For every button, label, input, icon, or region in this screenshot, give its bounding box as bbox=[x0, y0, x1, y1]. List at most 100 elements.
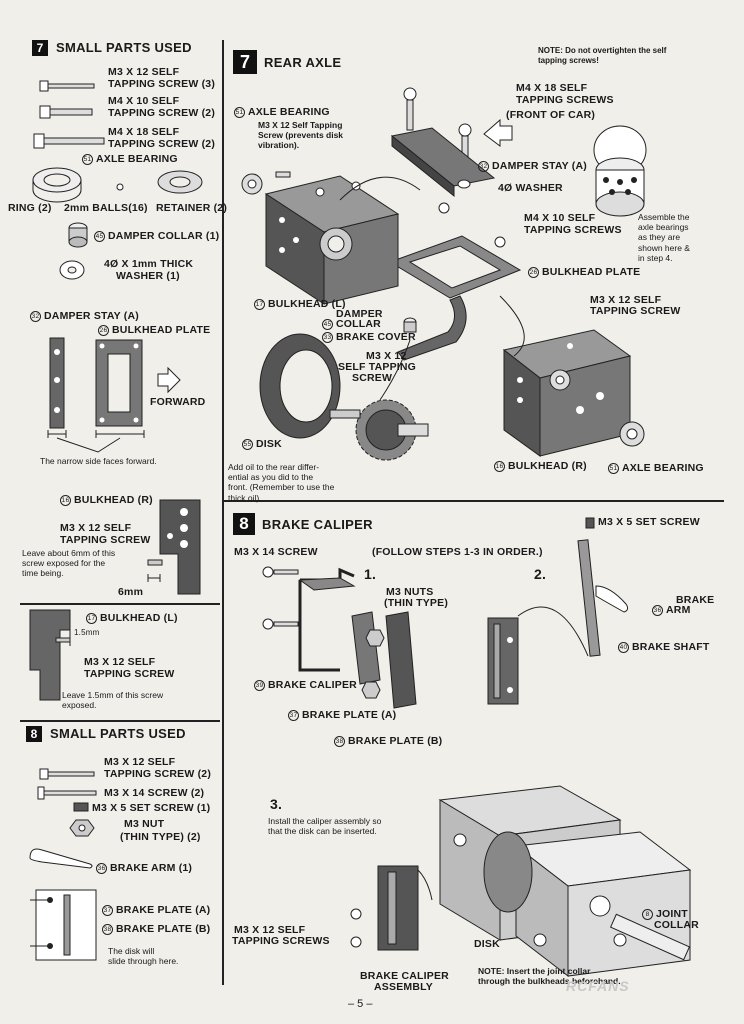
r-damper-collar-label-1: DAMPER bbox=[336, 308, 383, 320]
damper-stay-block-icon bbox=[390, 127, 496, 198]
left-step-divider bbox=[20, 603, 220, 605]
rear-axle-title: REAR AXLE bbox=[264, 55, 342, 70]
ball-icon bbox=[116, 183, 124, 191]
r-m3x12-right-label-1: M3 X 12 SELF bbox=[590, 294, 662, 306]
part-m4x10-line2: TAPPING SCREW (2) bbox=[108, 107, 216, 119]
m3-nuts-label-2: (THIN TYPE) bbox=[384, 597, 449, 609]
page-number: – 5 – bbox=[348, 998, 373, 1010]
damper-stay-icon bbox=[49, 337, 65, 429]
bulkhead-plate-icon bbox=[95, 339, 143, 427]
m3x12b-label-1: M3 X 12 SELF bbox=[84, 656, 156, 668]
rcfans-logo: RCFANS bbox=[566, 978, 630, 994]
m3x12-screw-8-icon bbox=[39, 768, 95, 780]
m3x12-screw-icon bbox=[39, 80, 95, 92]
r-m4x10-label-1: M4 X 10 SELF bbox=[524, 212, 596, 224]
column-divider bbox=[222, 40, 224, 985]
washer-label-2: WASHER (1) bbox=[116, 270, 180, 282]
bearing-assembly-inset-icon bbox=[593, 125, 647, 217]
ring-label: RING (2) bbox=[8, 202, 52, 214]
disk-icon bbox=[259, 333, 341, 439]
oil-note: Add oil to the rear differ- ential as yo… bbox=[228, 462, 335, 503]
step-8-badge: 8 bbox=[26, 726, 42, 742]
left-step8-divider bbox=[20, 720, 220, 722]
caliper-step1-icon bbox=[262, 566, 417, 709]
differential-gear-icon bbox=[329, 399, 429, 461]
step-3-label: 3. bbox=[270, 796, 283, 812]
one-5mm-label: 1.5mm bbox=[74, 628, 100, 637]
part8-m3x12-line1: M3 X 12 SELF bbox=[104, 756, 176, 768]
forward-label: FORWARD bbox=[150, 396, 206, 408]
brake-caliper-step-badge: 8 bbox=[233, 513, 255, 535]
ring-icon bbox=[32, 167, 82, 203]
part-m4x18-line2: TAPPING SCREW (2) bbox=[108, 138, 216, 150]
m3x12-label-1: M3 X 12 SELF bbox=[60, 522, 132, 534]
part8-m3x12-line2: TAPPING SCREW (2) bbox=[104, 768, 212, 780]
m3x12-label-2: TAPPING SCREW bbox=[60, 534, 151, 546]
s3-disk-label: DISK bbox=[474, 938, 500, 950]
part8-nut-line1: M3 NUT bbox=[124, 818, 165, 830]
step-2-label: 2. bbox=[534, 566, 547, 582]
m4x18-screw-icon bbox=[33, 133, 105, 149]
rear-axle-step-badge: 7 bbox=[233, 50, 257, 74]
r-m3x12-mid-label-2: SELF TAPPING bbox=[338, 361, 417, 373]
caliper-assembly-label-2: ASSEMBLY bbox=[374, 981, 433, 993]
m3x5-label: M3 X 5 SET SCREW bbox=[598, 516, 700, 528]
r-m3x12-mid-label-3: SCREW bbox=[352, 372, 393, 384]
part-m4x10-line1: M4 X 10 SELF bbox=[108, 95, 180, 107]
narrow-side-note: The narrow side faces forward. bbox=[40, 456, 157, 466]
leave-6mm-note: Leave about 6mm of this screw exposed fo… bbox=[22, 548, 116, 579]
set-screw-icon bbox=[73, 802, 89, 812]
install-caliper-note: Install the caliper assembly so that the… bbox=[268, 816, 382, 837]
r-m3x12-mid-label-1: M3 X 12 bbox=[366, 350, 407, 362]
washer-label-1: 4Ø X 1mm THICK bbox=[104, 258, 194, 270]
brake-arm-icon bbox=[29, 848, 93, 869]
retainer-icon bbox=[157, 170, 203, 194]
retainer-label: RETAINER (2) bbox=[156, 202, 228, 214]
m3x12b-label-2: TAPPING SCREW bbox=[84, 668, 175, 680]
damper-collar-icon bbox=[68, 222, 88, 248]
joint-collar-note: NOTE: Insert the joint collar through th… bbox=[478, 966, 621, 987]
r-m4x10-label-2: TAPPING SCREWS bbox=[524, 224, 622, 236]
right-step-divider bbox=[224, 500, 724, 502]
caliper-step2-icon bbox=[487, 517, 629, 705]
r-m3x12-right-label-2: TAPPING SCREW bbox=[590, 305, 681, 317]
r-washer-label: 4Ø WASHER bbox=[498, 182, 563, 194]
part-m3x12-line1: M3 X 12 SELF bbox=[108, 66, 180, 78]
bulkhead-r-side-icon bbox=[147, 499, 201, 595]
balls-label: 2mm BALLS(16) bbox=[64, 202, 148, 214]
bulkhead-l-3d-icon bbox=[264, 175, 400, 305]
part-m3x12-line2: TAPPING SCREW (3) bbox=[108, 78, 216, 90]
caliper-step3-icon bbox=[350, 865, 433, 951]
front-of-car-label: (FRONT OF CAR) bbox=[506, 109, 596, 121]
joint-collar-label-2: COLLAR bbox=[654, 919, 699, 931]
overtighten-note: NOTE: Do not overtighten the self tappin… bbox=[538, 46, 667, 65]
leave-1-5mm-note: Leave 1.5mm of this screw exposed. bbox=[62, 690, 164, 711]
m3x14-label: M3 X 14 SCREW bbox=[234, 546, 318, 558]
r-m4x18-label-2: TAPPING SCREWS bbox=[516, 94, 614, 106]
disk-slide-note: The disk will slide through here. bbox=[108, 946, 179, 967]
brake-arm-label-1: BRAKE bbox=[676, 594, 715, 606]
m4x10-screw-icon bbox=[39, 105, 93, 119]
brake-caliper-title: BRAKE CALIPER bbox=[262, 517, 373, 532]
